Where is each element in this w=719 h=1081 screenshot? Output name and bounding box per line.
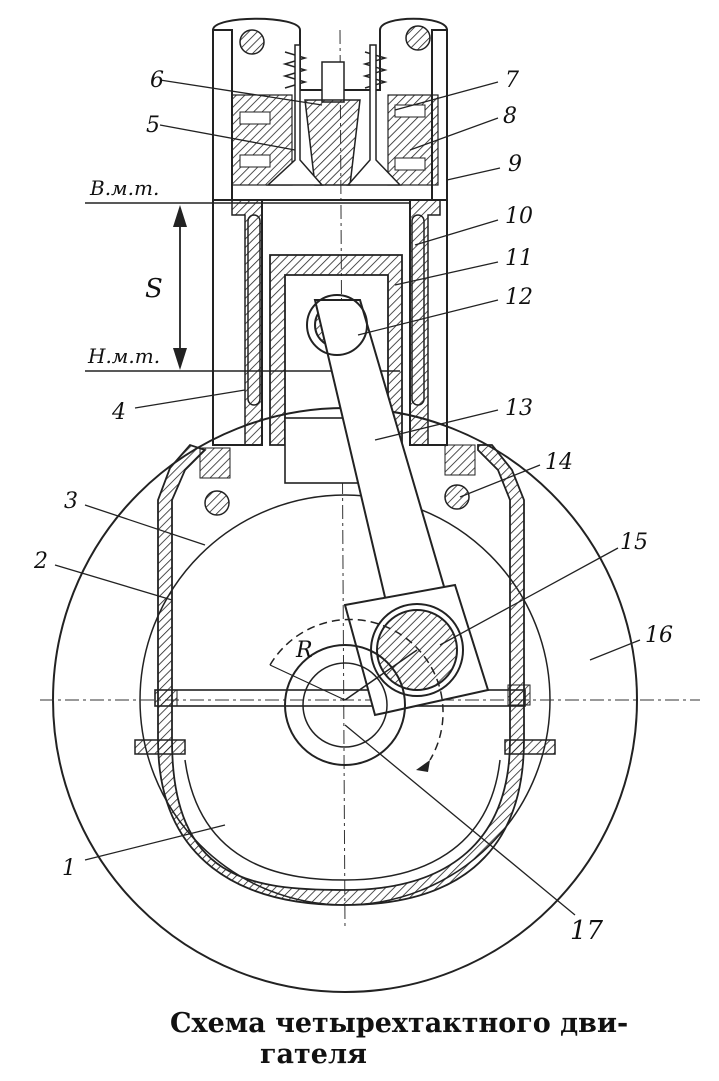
label-part-10: 10: [505, 204, 533, 229]
label-part-15: 15: [620, 530, 648, 555]
water-jacket-left: [247, 214, 261, 406]
crankcase-flange-left: [134, 739, 186, 755]
caption-line-1: Схема четырехтактного дви-: [170, 1008, 629, 1039]
label-part-8: 8: [503, 104, 517, 129]
block-boss-right: [444, 444, 476, 476]
label-part-9: 9: [508, 152, 522, 177]
label-part-16: 16: [645, 623, 673, 648]
exhaust-valve: [346, 44, 402, 186]
crank-journal-inner: [302, 662, 388, 748]
bdc-label: Н.м.т.: [88, 344, 161, 368]
crank-journal: [284, 644, 406, 766]
valve-spring-right: [362, 51, 388, 89]
cylinder-liner-left: [231, 199, 263, 446]
label-part-4: 4: [112, 400, 126, 425]
engine-diagram: [40, 17, 700, 993]
caption-line-2: гателя: [260, 1039, 367, 1071]
head-port-left: [239, 111, 271, 125]
main-bearing-cap-left: [154, 689, 178, 707]
rod-small-end: [306, 294, 368, 356]
crank-radius: [344, 649, 418, 701]
rocker-left: [239, 29, 265, 55]
label-part-12: 12: [505, 285, 533, 310]
stroke-label: S: [145, 274, 163, 304]
spark-plug: [321, 61, 345, 103]
camshaft-right: [444, 484, 470, 510]
head-port-left-2: [239, 154, 271, 168]
radius-dim: [269, 664, 346, 701]
head-port-right-2: [394, 157, 426, 171]
label-part-2: 2: [34, 549, 48, 574]
water-jacket-right: [411, 214, 425, 406]
tdc-label: В.м.т.: [90, 176, 160, 200]
radius-label: R: [296, 638, 313, 663]
camshaft-left: [204, 490, 230, 516]
label-part-11: 11: [505, 246, 533, 271]
rocker-right: [405, 25, 431, 51]
valve-spring-left: [282, 51, 308, 89]
label-part-7: 7: [505, 68, 519, 93]
crankcase-shell: [157, 443, 525, 906]
head-port-right: [394, 104, 426, 118]
label-part-1: 1: [62, 856, 76, 881]
block-boss-left: [199, 447, 231, 479]
figure-caption: Схема четырехтактного дви- гателя: [170, 1008, 690, 1070]
intake-valve: [266, 44, 324, 186]
label-part-13: 13: [505, 396, 533, 421]
crank-rotation-arc: [269, 618, 444, 761]
spark-plug-body: [304, 99, 361, 186]
leader-lines: [54, 79, 641, 916]
label-part-5: 5: [146, 113, 160, 138]
cylinder-liner-right: [409, 199, 441, 446]
crankcase-liner: [184, 759, 501, 881]
main-bearing-cap-right: [507, 684, 531, 706]
crankcase-flange-right: [504, 739, 556, 755]
label-part-3: 3: [64, 489, 78, 514]
rotation-arrow: [416, 760, 430, 772]
label-part-14: 14: [545, 450, 573, 475]
label-part-6: 6: [150, 68, 164, 93]
label-part-17: 17: [570, 916, 604, 946]
